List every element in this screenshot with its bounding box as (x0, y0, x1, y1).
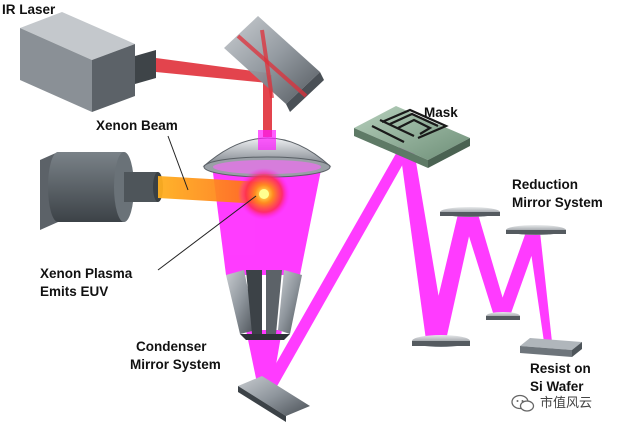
reduction-mirror-1 (440, 207, 500, 217)
label-plasma-line1: Xenon Plasma (40, 266, 133, 281)
xenon-nozzle (40, 152, 163, 230)
label-resist-line1: Resist on (530, 361, 591, 376)
label-reduction-line2: Mirror System (512, 195, 603, 210)
label-condenser-line2: Mirror System (130, 357, 221, 372)
wechat-logo-icon (511, 394, 535, 412)
collector-dome (202, 130, 332, 178)
label-resist-line2: Si Wafer (530, 379, 584, 394)
label-ir-laser: IR Laser (2, 2, 56, 17)
watermark-text: 市值风云 (540, 395, 592, 411)
label-plasma-line2: Emits EUV (40, 284, 108, 299)
folding-mirror (238, 376, 310, 422)
ir-laser-beam (156, 58, 272, 137)
label-reduction-line1: Reduction (512, 177, 578, 192)
leader-xenon-beam (167, 135, 189, 191)
xenon-plasma-core (259, 189, 269, 199)
label-condenser-line1: Condenser (136, 339, 207, 354)
reduction-mirror-2 (506, 225, 566, 235)
label-xenon-beam: Xenon Beam (96, 118, 178, 133)
mask-reticle (354, 106, 470, 168)
reduction-mirror-3 (486, 312, 520, 320)
ir-laser-unit (20, 12, 156, 112)
ir-turning-mirror (224, 16, 324, 112)
euv-beam-path (212, 143, 552, 388)
leader-lines (157, 135, 257, 271)
condenser-mirror-system (226, 270, 302, 340)
xenon-beam (158, 176, 262, 204)
leader-xenon-plasma (157, 195, 257, 271)
si-wafer (520, 338, 582, 357)
label-mask: Mask (424, 105, 458, 120)
reduction-mirror-4 (412, 335, 470, 347)
